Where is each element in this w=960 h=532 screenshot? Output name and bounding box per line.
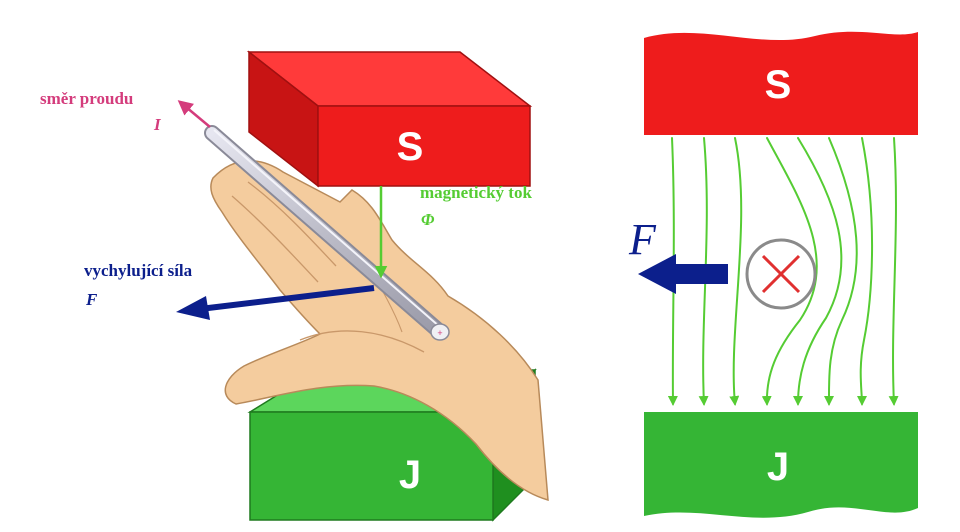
current-symbol: I xyxy=(153,115,162,134)
field-line xyxy=(729,137,743,406)
hand-finger-crease xyxy=(231,195,319,283)
hand-finger-crease xyxy=(247,181,337,267)
field-line xyxy=(761,137,818,406)
flux-symbol: Φ xyxy=(421,210,435,229)
force-arrow-right xyxy=(638,254,728,294)
force-arrow-left xyxy=(176,285,375,320)
field-line xyxy=(823,137,858,406)
south-magnet-right: S xyxy=(644,31,918,135)
south-magnet-front-face xyxy=(317,105,531,187)
force-arrow-shaft xyxy=(672,264,728,284)
north-magnet-right-body xyxy=(644,412,918,518)
current-into-page-icon xyxy=(745,238,817,310)
rod-end-cross-icon: + xyxy=(437,328,442,338)
field-line xyxy=(856,137,874,406)
north-pole-label-right: J xyxy=(767,445,789,489)
south-magnet-left: S xyxy=(246,50,533,188)
rod-end-cap xyxy=(430,323,450,341)
force-label: vychylující síla xyxy=(84,261,193,280)
rod-body xyxy=(206,127,446,338)
north-magnet-right: J xyxy=(644,412,918,518)
right-figure: S J F xyxy=(628,31,918,518)
left-figure: J S + xyxy=(40,50,549,522)
force-symbol-right: F xyxy=(628,215,657,264)
force-symbol-left: F xyxy=(85,290,98,309)
south-magnet-right-body xyxy=(644,31,918,135)
north-pole-label-left: J xyxy=(399,453,421,497)
force-arrow-head xyxy=(176,296,210,320)
south-pole-label-right: S xyxy=(765,63,792,107)
field-line xyxy=(888,137,899,406)
conductor-rod: + xyxy=(204,125,450,341)
field-line xyxy=(793,137,843,406)
north-magnet-front-face xyxy=(249,411,494,521)
rod-highlight xyxy=(213,129,441,328)
flux-label: magnetický tok xyxy=(420,183,532,202)
conductor-cross-line xyxy=(761,254,801,294)
current-arrow xyxy=(177,100,211,128)
south-pole-label-left: S xyxy=(397,125,424,169)
force-arrow-shaft xyxy=(199,285,375,312)
current-label: směr proudu xyxy=(40,89,133,108)
force-arrow-head xyxy=(638,254,676,294)
hand-thumb-crease xyxy=(299,330,425,353)
